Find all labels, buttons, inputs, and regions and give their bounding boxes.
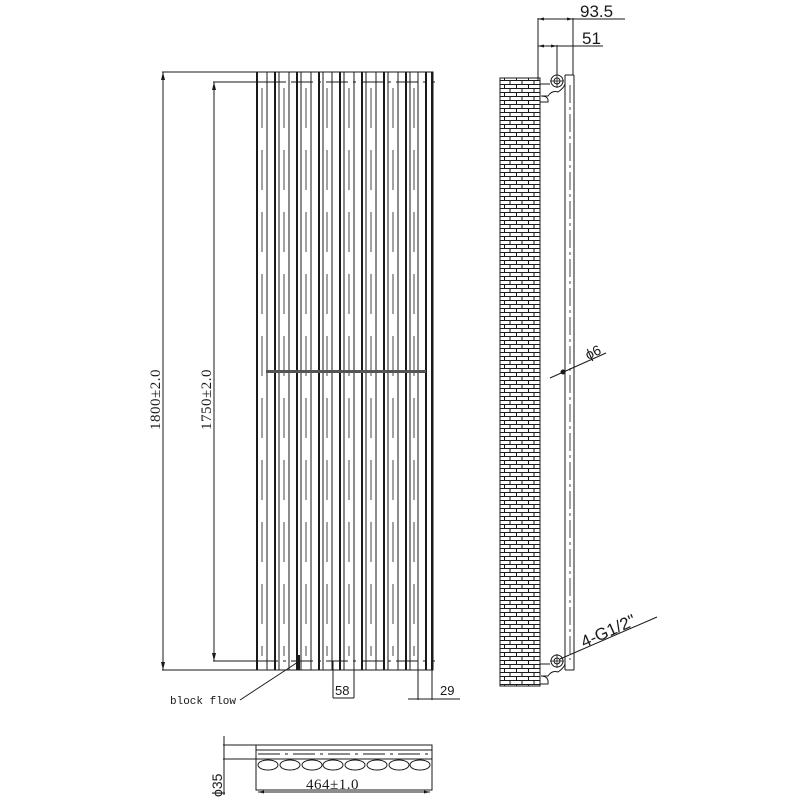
block-flow-marker xyxy=(297,655,300,670)
plan-tubes xyxy=(257,759,431,771)
depth-overall-label: 93.5 xyxy=(580,2,613,21)
block-flow-label: block flow xyxy=(170,696,236,708)
wall-brick xyxy=(499,77,541,687)
bracket-diameter-callout: ϕ6 xyxy=(549,342,607,379)
side-view: 93.5 51 ϕ6 4-G1/2" xyxy=(499,2,658,687)
plan-outline xyxy=(255,744,433,791)
top-bracket xyxy=(540,74,566,103)
radiator-columns xyxy=(261,72,427,670)
connection-callout: 4-G1/2" xyxy=(559,611,658,660)
center-height-label: 1750±2.0 xyxy=(199,369,215,430)
depth-center-dimension: 51 xyxy=(538,29,603,75)
center-height-dimension: 1750±2.0 xyxy=(199,81,285,662)
end-offset-dimension: 29 xyxy=(408,661,460,700)
plan-view: 464±1.0 ϕ35 xyxy=(209,736,433,797)
column-pitch-dimension: 58 xyxy=(332,661,355,699)
depth-center-label: 51 xyxy=(582,29,601,48)
plan-width-label: 464±1.0 xyxy=(306,777,359,793)
column-pitch-label: 58 xyxy=(335,683,349,698)
plan-width-dimension: 464±1.0 xyxy=(258,777,430,794)
depth-overall-dimension: 93.5 xyxy=(537,2,625,80)
end-offset-label: 29 xyxy=(440,683,454,698)
overall-height-label: 1800±2.0 xyxy=(148,369,164,430)
tube-diameter-dimension: ϕ35 xyxy=(209,773,225,797)
connection-label: 4-G1/2" xyxy=(578,611,639,652)
overall-height-dimension: 1800±2.0 xyxy=(148,71,262,671)
bracket-diameter-label: ϕ6 xyxy=(583,342,604,363)
tube-diameter-label: ϕ35 xyxy=(209,773,225,797)
front-view: 1800±2.0 1750±2.0 xyxy=(148,71,460,708)
middle-bar xyxy=(266,370,426,373)
bottom-bracket xyxy=(540,654,566,685)
